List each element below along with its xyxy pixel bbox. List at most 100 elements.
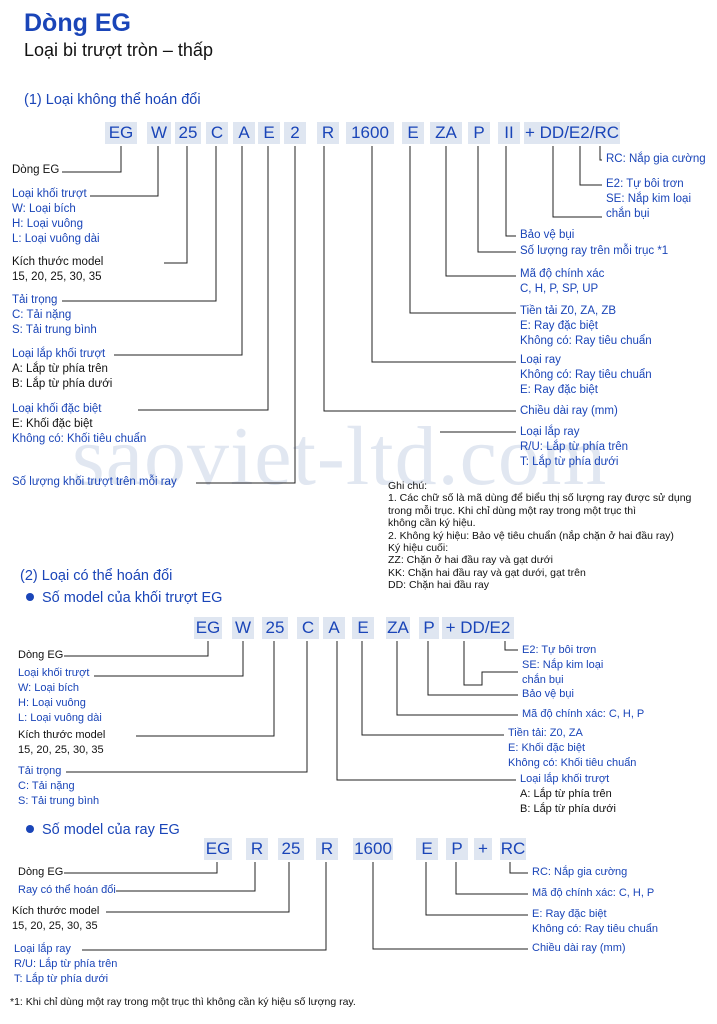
- callout-label-line: Chiều dài ray (mm): [532, 942, 626, 954]
- note-line: ZZ: Chặn ở hai đầu ray và gạt dưới: [388, 554, 553, 567]
- callout-label-line: L: Loại vuông dài: [12, 233, 100, 245]
- code-segment: ZA: [430, 122, 462, 144]
- callout-label-line: Chiều dài ray (mm): [520, 405, 618, 417]
- connector-line: [509, 862, 528, 874]
- code-segment: P: [468, 122, 490, 144]
- callout-label-line: chắn bụi: [606, 208, 650, 220]
- callout-label-line: Tiền tải: Z0, ZA: [508, 727, 583, 739]
- code-segment: II: [498, 122, 520, 144]
- code-segment: + DD/E2/RC: [524, 122, 620, 144]
- code-segment: E: [402, 122, 424, 144]
- connector-line: [62, 146, 217, 302]
- connector-line: [552, 146, 602, 218]
- connector-line: [409, 146, 516, 314]
- connector-line: [579, 146, 602, 186]
- connector-line: [505, 146, 516, 237]
- watermark: saoviet-ltd.com: [72, 410, 608, 503]
- code-segment: P: [446, 838, 468, 860]
- callout-label-line: Số lượng ray trên mỗi trục *1: [520, 245, 669, 257]
- callout-label-line: Loại lắp khối trượt: [12, 348, 106, 360]
- code-segment: 1600: [346, 122, 394, 144]
- connector-line: [455, 862, 528, 895]
- connector-line: [64, 641, 209, 657]
- callout-label-line: W: Loại bích: [12, 203, 76, 215]
- connector-line: [116, 862, 256, 892]
- callout-label-line: A: Lắp từ phía trên: [520, 788, 612, 800]
- bullet-icon: [26, 593, 34, 602]
- callout-label-line: Dòng EG: [18, 866, 64, 878]
- callout-label-line: A: Lắp từ phía trên: [12, 363, 108, 375]
- connector-line: [66, 641, 308, 773]
- callout-label-line: Bảo vệ bụi: [522, 688, 574, 700]
- callout-label-line: SE: Nắp kim loại: [606, 193, 692, 205]
- connector-line: [425, 862, 528, 916]
- callout-label-line: Số lượng khối trượt trên mỗi ray: [12, 476, 177, 488]
- callout-label-line: Tải trọng: [12, 294, 58, 306]
- callout-label-line: Bảo vệ bụi: [520, 229, 575, 241]
- note-line: Ghi chú:: [388, 480, 428, 492]
- callout-label-line: H: Loại vuông: [18, 697, 86, 709]
- note-line: 1. Các chữ số là mã dùng để biểu thị số …: [388, 492, 692, 505]
- connector-line: [427, 641, 518, 696]
- callout-label-line: RC: Nắp gia cường: [606, 153, 706, 165]
- code-segment: R: [317, 122, 339, 144]
- callout-label-line: W: Loại bích: [18, 682, 79, 694]
- callout-label-line: Không có: Khối tiêu chuẩn: [12, 433, 147, 445]
- callout-label-line: E2: Tự bôi trơn: [522, 644, 597, 656]
- code-segment: W: [147, 122, 171, 144]
- code-segment: RC: [500, 838, 526, 860]
- callout-label-line: Mã độ chính xác: C, H, P: [522, 708, 645, 720]
- code-segment: 25: [278, 838, 304, 860]
- connector-line: [62, 146, 122, 173]
- connector-line: [477, 146, 516, 253]
- callout-label-line: Loại khối đặc biệt: [12, 403, 102, 415]
- block-model-heading: Số model của khối trượt EG: [26, 590, 222, 607]
- connector-line: [445, 146, 516, 277]
- callout-label-line: S: Tải trung bình: [12, 324, 97, 336]
- callout-label-line: Loại khối trượt: [12, 188, 87, 200]
- connector-line: [336, 641, 516, 781]
- callout-label-line: Không có: Ray tiêu chuẩn: [520, 369, 652, 381]
- callout-label-line: Tiền tải Z0, ZA, ZB: [520, 305, 617, 317]
- code-segment: EG: [204, 838, 232, 860]
- connector-line: [164, 146, 188, 264]
- connector-line: [396, 641, 518, 716]
- callout-label-line: E: Khối đặc biệt: [12, 418, 93, 430]
- section1-heading: (1) Loại không thể hoán đổi: [24, 92, 201, 108]
- callout-label-line: chắn bụi: [522, 674, 564, 686]
- callout-label-line: Mã độ chính xác: C, H, P: [532, 887, 655, 899]
- footnote: *1: Khi chỉ dùng một ray trong một trục …: [10, 996, 356, 1008]
- code-segment: E: [352, 617, 374, 639]
- code-segment: A: [233, 122, 255, 144]
- callout-label-line: R/U: Lắp từ phía trên: [520, 441, 629, 453]
- connector-line: [90, 146, 159, 197]
- code-segment: + DD/E2: [442, 617, 514, 639]
- callout-label-line: Loại lắp ray: [14, 943, 71, 955]
- connector-line: [371, 146, 516, 363]
- connector-line: [114, 146, 243, 356]
- callout-label-line: RC: Nắp gia cường: [532, 866, 628, 878]
- callout-label-line: E: Ray đặc biệt: [520, 320, 598, 332]
- code-segment: +: [474, 838, 492, 860]
- connector-line: [82, 862, 327, 951]
- section2-heading: (2) Loại có thể hoán đổi: [20, 568, 173, 584]
- callout-label-line: Tải trọng: [18, 765, 62, 777]
- connector-line: [196, 146, 296, 484]
- connector-line: [138, 146, 269, 411]
- callout-label-line: 15, 20, 25, 30, 35: [18, 744, 104, 756]
- callout-label-line: Loại lắp khối trượt: [520, 773, 610, 785]
- code-segment: W: [232, 617, 254, 639]
- callout-label-line: E: Khối đặc biệt: [508, 742, 586, 754]
- callout-label-line: E2: Tự bôi trơn: [606, 178, 684, 190]
- code-segment: 25: [175, 122, 201, 144]
- rail-model-heading: Số model của ray EG: [26, 822, 180, 839]
- note-line: DD: Chặn hai đầu ray: [388, 579, 489, 592]
- callout-label-line: T: Lắp từ phía dưới: [520, 456, 619, 468]
- callout-label-line: C: Tải nặng: [18, 780, 75, 792]
- callout-label-line: Không có: Ray tiêu chuẩn: [532, 923, 658, 935]
- callout-label-line: T: Lắp từ phía dưới: [14, 973, 109, 985]
- callout-label-line: Ray có thể hoán đổi: [18, 884, 116, 896]
